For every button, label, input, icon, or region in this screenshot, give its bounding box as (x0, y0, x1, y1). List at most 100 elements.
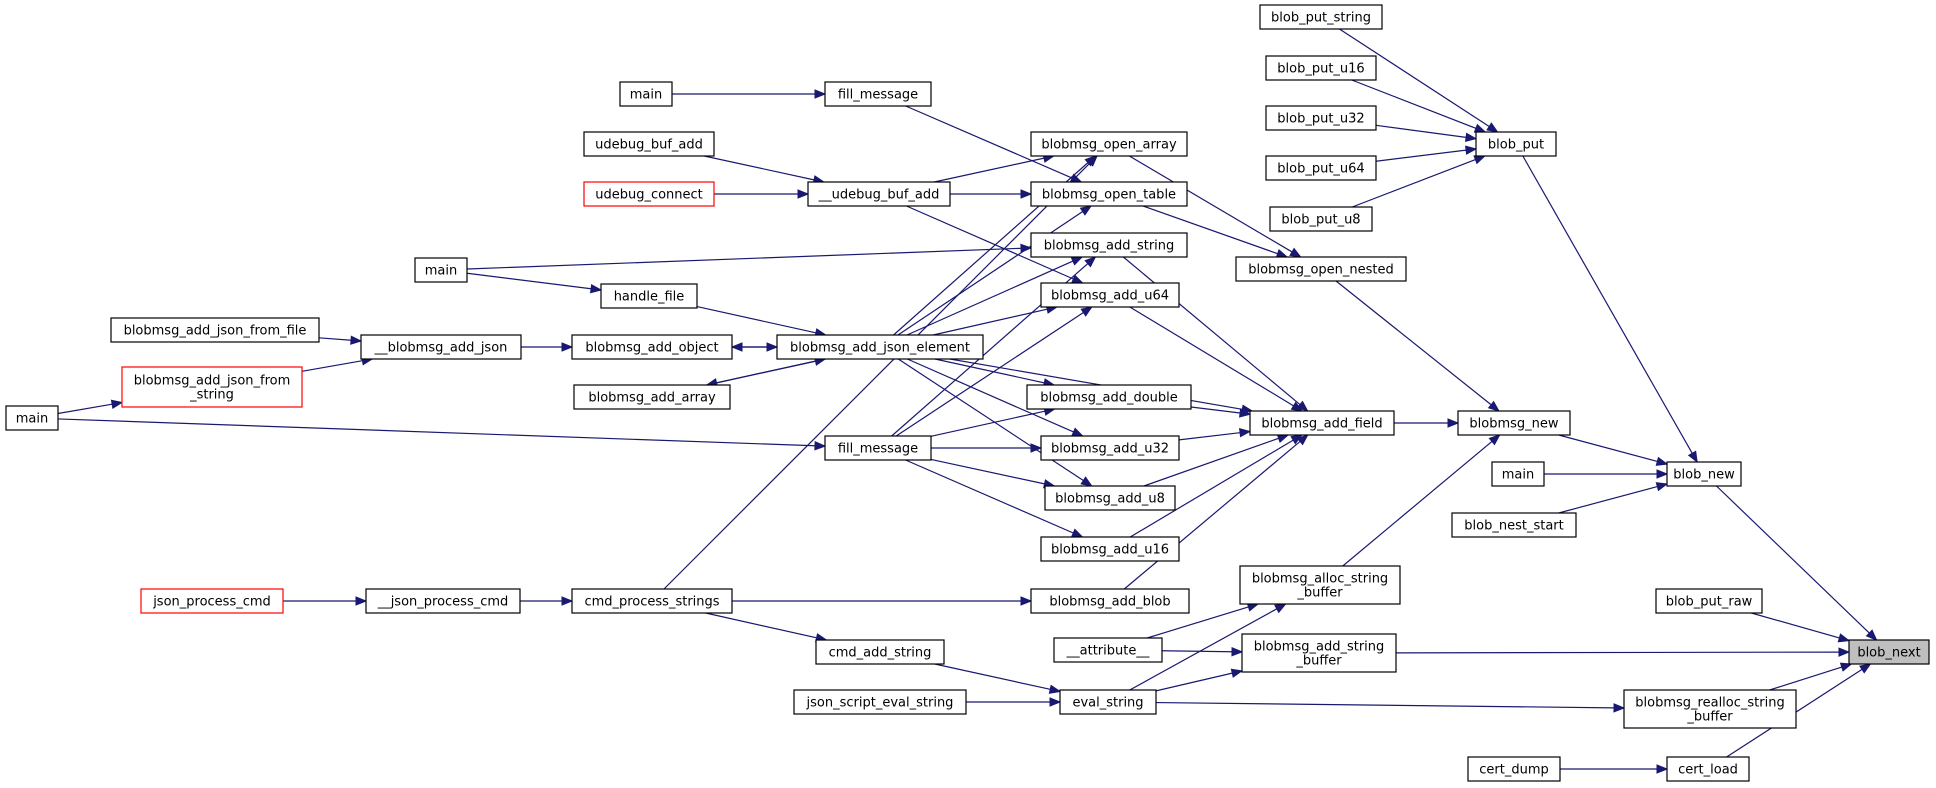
arrowhead-icon (1086, 155, 1098, 167)
edge-line (895, 312, 1084, 437)
node-cert_load[interactable]: cert_load (1666, 756, 1750, 782)
node-box (360, 334, 522, 360)
node-main_mid[interactable]: main (414, 257, 468, 283)
node-json_script_eval_string[interactable]: json_script_eval_string (793, 689, 967, 715)
arrowhead-icon (1859, 663, 1872, 674)
edge-line (318, 337, 352, 341)
node-blob_put_u16[interactable]: blob_put_u16 (1265, 55, 1377, 81)
node-eval_string[interactable]: eval_string (1059, 689, 1157, 715)
arrowhead-icon (814, 89, 827, 99)
node-attribute[interactable]: __attribute__ (1053, 637, 1163, 663)
node-blobmsg_add_string[interactable]: blobmsg_add_string (1030, 232, 1188, 258)
node-label: __json_process_cmd (377, 595, 509, 610)
node-blob_put_raw[interactable]: blob_put_raw (1655, 588, 1763, 614)
node-label: _buffer (1296, 586, 1343, 601)
node-main_blob[interactable]: main (1491, 461, 1545, 487)
node-box (815, 639, 945, 665)
node-blob_put[interactable]: blob_put (1475, 131, 1557, 157)
edge-blobmsg_open_nested-to-blobmsg_new (1335, 280, 1501, 412)
node-label: main (425, 264, 457, 279)
node-main_left[interactable]: main (5, 405, 59, 431)
arrowhead-icon (814, 441, 827, 451)
node-blobmsg_open_array[interactable]: blobmsg_open_array (1030, 131, 1188, 157)
edge-line (57, 418, 816, 447)
node-box (571, 588, 733, 614)
edge-udebug_buf_add_inner-to-blobmsg_open_table (950, 189, 1033, 199)
edge-blobmsg_add_double-to-blobmsg_add_field (1190, 406, 1252, 418)
edge-blobmsg_add_blob-to-blobmsg_add_field (1123, 434, 1309, 590)
edge-line (1351, 79, 1477, 129)
node-blobmsg_add_object[interactable]: blobmsg_add_object (571, 334, 733, 360)
node-blob_next[interactable]: blob_next (1848, 639, 1930, 665)
edge-line (907, 358, 1074, 433)
node-cmd_process_strings[interactable]: cmd_process_strings (571, 588, 733, 614)
arrowhead-icon (1656, 764, 1669, 774)
edge-fill_message_bottom-to-blobmsg_add_u32 (931, 443, 1043, 453)
node-blobmsg_add_field[interactable]: blobmsg_add_field (1249, 410, 1395, 436)
node-blobmsg_add_json_from_string[interactable]: blobmsg_add_json_from_string (121, 366, 303, 408)
node-label: _string (189, 388, 234, 403)
node-label: _buffer (1295, 654, 1342, 669)
edge-line (930, 410, 1046, 437)
node-box (121, 366, 303, 408)
node-blobmsg_add_array[interactable]: blobmsg_add_array (573, 384, 731, 410)
node-blob_put_u32[interactable]: blob_put_u32 (1265, 105, 1377, 131)
arrowhead-icon (1865, 629, 1878, 641)
node-blobmsg_add_json_element[interactable]: blobmsg_add_json_element (776, 334, 984, 360)
node-blob_put_string[interactable]: blob_put_string (1259, 4, 1383, 30)
node-blobmsg_add_u64[interactable]: blobmsg_add_u64 (1040, 282, 1180, 308)
node-label: _buffer (1686, 710, 1733, 725)
arrowhead-icon (1473, 123, 1487, 133)
edge-main_mid-to-handle_file (466, 272, 603, 294)
node-blobmsg_open_table[interactable]: blobmsg_open_table (1030, 181, 1188, 207)
node-blobmsg_alloc_string_buffer[interactable]: blobmsg_alloc_string_buffer (1239, 565, 1401, 605)
edge-line (1339, 28, 1490, 128)
node-cert_dump[interactable]: cert_dump (1467, 756, 1561, 782)
node-label: blob_put_u32 (1277, 112, 1364, 127)
node-json_process_cmd[interactable]: json_process_cmd (140, 588, 284, 614)
node-blobmsg_add_json_inner[interactable]: __blobmsg_add_json (360, 334, 522, 360)
node-udebug_connect[interactable]: udebug_connect (583, 181, 715, 207)
edge-blobmsg_realloc_string_buffer-to-blob_next (1769, 662, 1853, 691)
node-label: eval_string (1072, 696, 1143, 711)
node-label: blobmsg_add_field (1261, 417, 1382, 432)
node-blobmsg_realloc_string_buffer[interactable]: blobmsg_realloc_string_buffer (1623, 689, 1797, 729)
node-fill_message_top[interactable]: fill_message (824, 81, 932, 107)
node-udebug_buf_add[interactable]: udebug_buf_add (583, 131, 715, 157)
edge-line (934, 157, 1045, 183)
edge-line (1558, 485, 1658, 514)
node-blob_put_u8[interactable]: blob_put_u8 (1269, 206, 1373, 232)
arrowhead-icon (1447, 418, 1460, 428)
node-blobmsg_add_double[interactable]: blobmsg_add_double (1026, 384, 1192, 410)
node-blobmsg_new[interactable]: blobmsg_new (1457, 410, 1571, 436)
node-blobmsg_open_nested[interactable]: blobmsg_open_nested (1235, 256, 1407, 282)
edge-blobmsg_add_json_element-to-blobmsg_open_table (897, 205, 1093, 336)
node-fill_message_bottom[interactable]: fill_message (824, 435, 932, 461)
edge-blobmsg_alloc_string_buffer-to-blobmsg_new (1342, 434, 1501, 567)
node-blobmsg_add_u8[interactable]: blobmsg_add_u8 (1044, 485, 1176, 511)
node-label: __attribute__ (1066, 644, 1150, 659)
node-blob_new[interactable]: blob_new (1666, 461, 1742, 487)
edge-eval_string-to-blobmsg_realloc_string_buffer (1155, 701, 1626, 713)
node-handle_file[interactable]: handle_file (600, 283, 698, 309)
node-blobmsg_add_string_buffer[interactable]: blobmsg_add_string_buffer (1241, 633, 1397, 673)
node-label: blobmsg_new (1469, 417, 1558, 432)
node-blob_nest_start[interactable]: blob_nest_start (1451, 512, 1577, 538)
node-udebug_buf_add_inner[interactable]: __udebug_buf_add (807, 181, 951, 207)
edge-line (1558, 434, 1658, 463)
node-json_process_cmd_inner[interactable]: __json_process_cmd (365, 588, 521, 614)
node-blob_put_u64[interactable]: blob_put_u64 (1265, 155, 1377, 181)
node-label: blobmsg_add_u32 (1051, 442, 1169, 457)
node-blobmsg_add_blob[interactable]: blobmsg_add_blob (1030, 588, 1190, 614)
node-main_fill_top[interactable]: main (619, 81, 673, 107)
node-box (1666, 461, 1742, 487)
node-label: blobmsg_open_table (1042, 188, 1176, 203)
arrowhead-icon (1464, 145, 1478, 155)
node-blobmsg_add_u16[interactable]: blobmsg_add_u16 (1040, 536, 1180, 562)
node-label: handle_file (614, 290, 685, 305)
node-blobmsg_add_json_from_file[interactable]: blobmsg_add_json_from_file (110, 317, 320, 343)
node-blobmsg_add_u32[interactable]: blobmsg_add_u32 (1040, 435, 1180, 461)
node-cmd_add_string[interactable]: cmd_add_string (815, 639, 945, 665)
node-box (1623, 689, 1797, 729)
node-label: blob_put_u16 (1277, 62, 1364, 77)
